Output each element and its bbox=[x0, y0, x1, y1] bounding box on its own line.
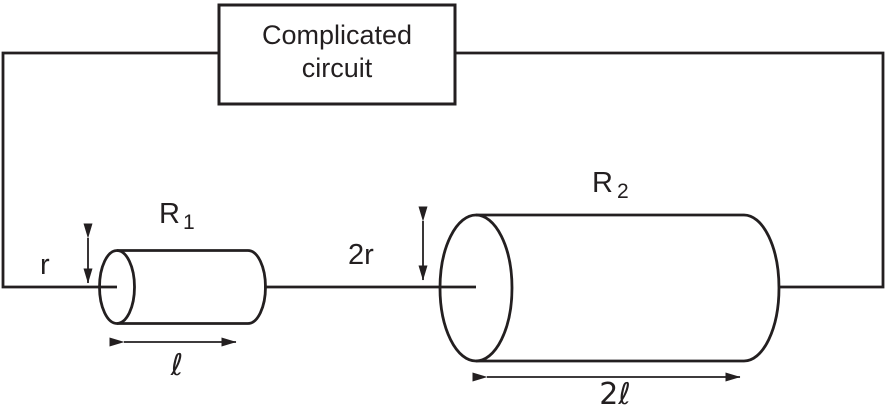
box-label-line2: circuit bbox=[302, 53, 373, 83]
r2-right-cap bbox=[743, 213, 781, 363]
box-label-line1: Complicated bbox=[262, 20, 412, 50]
r2-label-subscript: 2 bbox=[617, 180, 629, 203]
right-circuit-wire bbox=[455, 51, 885, 289]
r1-label-subscript: 1 bbox=[183, 211, 195, 234]
r2-radius-label: 2r bbox=[348, 239, 374, 271]
r2-length-label: 2ℓ bbox=[599, 377, 630, 408]
r2-label: R bbox=[592, 167, 613, 199]
r1-right-cap bbox=[247, 249, 267, 325]
r1-radius-label: r bbox=[40, 249, 50, 281]
r1-label: R bbox=[159, 198, 180, 230]
resistor-r2-cylinder bbox=[438, 213, 781, 363]
complicated-circuit-box bbox=[217, 3, 457, 106]
r1-length-label: ℓ bbox=[170, 348, 183, 383]
resistor-r1-cylinder bbox=[98, 249, 267, 325]
left-circuit-wire bbox=[1, 51, 219, 289]
